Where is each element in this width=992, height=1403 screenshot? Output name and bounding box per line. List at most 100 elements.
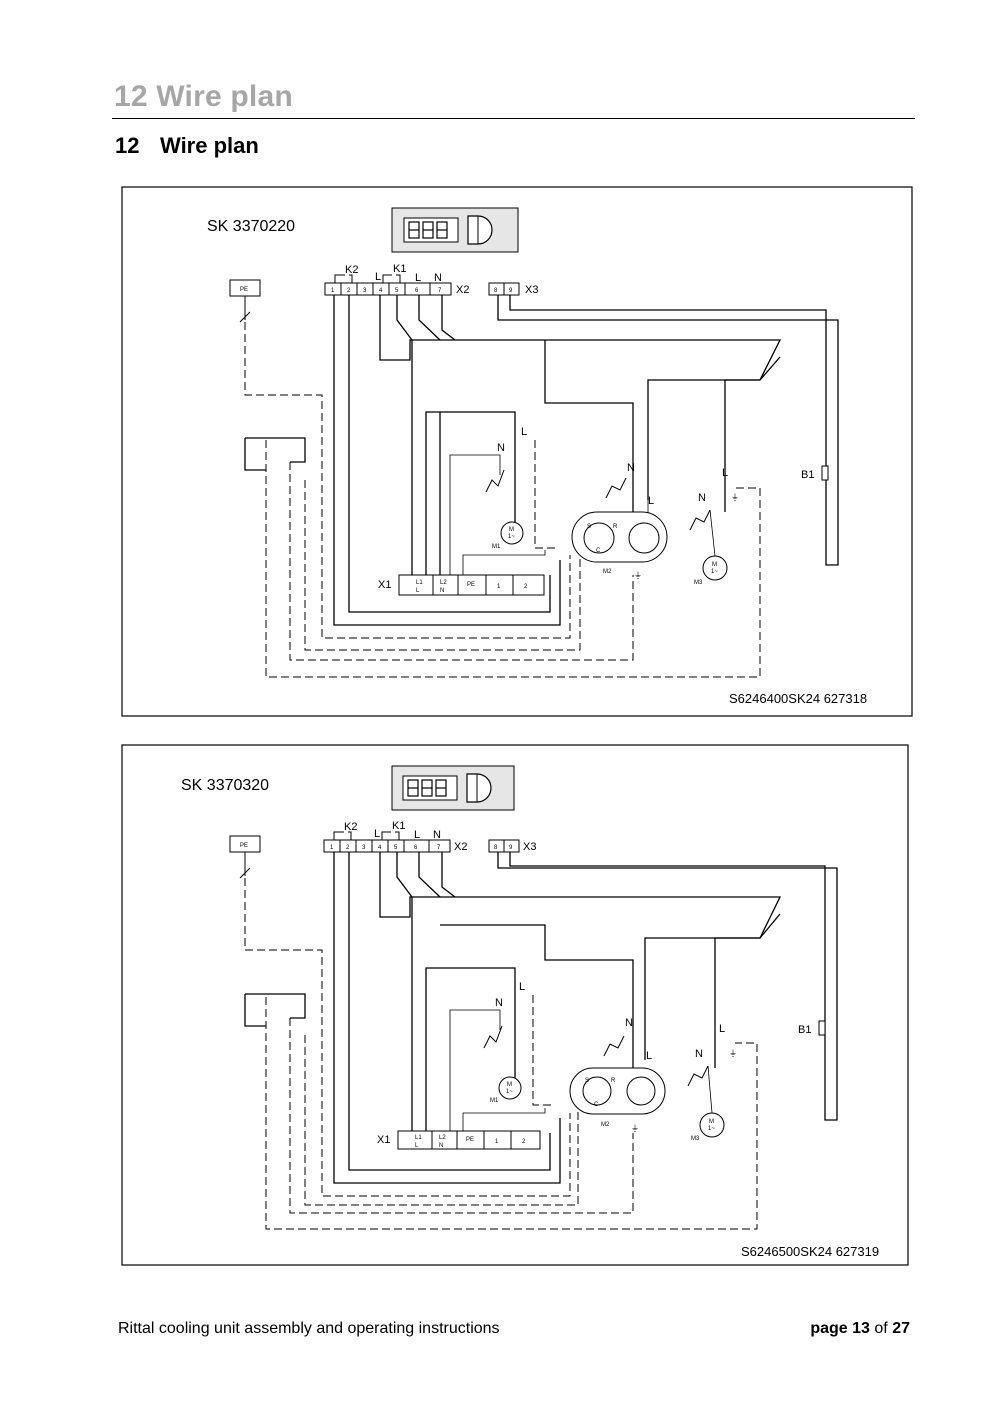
svg-text:2: 2 bbox=[524, 584, 528, 590]
drawing-number: S6246500SK24 627319 bbox=[741, 1244, 879, 1259]
svg-text:S: S bbox=[585, 1078, 589, 1084]
svg-text:1: 1 bbox=[331, 288, 335, 294]
svg-text:7: 7 bbox=[438, 288, 442, 294]
earth-symbol-m3: ⏚ bbox=[731, 493, 739, 502]
svg-text:L: L bbox=[416, 588, 420, 594]
motor-m1-label: M1 bbox=[492, 544, 501, 550]
m3-l-label: L bbox=[722, 467, 728, 479]
display-controller bbox=[391, 207, 519, 253]
motor-m3-label: M3 bbox=[694, 580, 703, 586]
k1-label: K1 bbox=[392, 820, 405, 832]
m2-l-label: L bbox=[646, 1050, 652, 1062]
x2-label: X2 bbox=[456, 284, 469, 296]
motor-m1-label: M1 bbox=[490, 1098, 499, 1104]
svg-text:9: 9 bbox=[509, 845, 513, 851]
svg-text:6: 6 bbox=[415, 288, 419, 294]
svg-text:M: M bbox=[507, 1082, 512, 1088]
svg-text:R: R bbox=[611, 1078, 616, 1084]
x3-label: X3 bbox=[525, 284, 538, 296]
x2-n-label: N bbox=[434, 272, 442, 284]
m1-n-label: N bbox=[497, 442, 505, 454]
svg-text:1: 1 bbox=[497, 584, 501, 590]
x1-terminal-block bbox=[397, 1130, 541, 1150]
compressor-m2: S R C M2 bbox=[569, 1067, 666, 1128]
svg-text:L: L bbox=[415, 1143, 419, 1149]
footer-document-title: Rittal cooling unit assembly and operati… bbox=[118, 1320, 500, 1337]
drawing-number: S6246400SK24 627318 bbox=[729, 691, 867, 706]
svg-text:M: M bbox=[709, 1119, 714, 1125]
svg-text:1: 1 bbox=[495, 1139, 499, 1145]
svg-text:3: 3 bbox=[362, 845, 366, 851]
svg-text:6: 6 bbox=[414, 845, 418, 851]
svg-text:7: 7 bbox=[437, 845, 441, 851]
svg-text:C: C bbox=[594, 1102, 599, 1108]
sensor-b1-symbol bbox=[818, 1020, 826, 1036]
footer-page-current: 13 bbox=[852, 1320, 870, 1337]
x1-label: X1 bbox=[377, 1134, 390, 1146]
m1-n-label: N bbox=[495, 997, 503, 1009]
motor-m1-symbol bbox=[498, 1076, 522, 1100]
motor-m3-label: M3 bbox=[691, 1136, 700, 1142]
header-rule bbox=[112, 118, 915, 119]
svg-text:8: 8 bbox=[494, 288, 498, 294]
model-label: SK 3370320 bbox=[181, 777, 269, 794]
svg-text:2: 2 bbox=[522, 1139, 526, 1145]
svg-text:L2: L2 bbox=[440, 580, 447, 586]
svg-text:PE: PE bbox=[467, 582, 475, 588]
display-controller bbox=[391, 765, 515, 811]
svg-text:1~: 1~ bbox=[708, 1126, 715, 1132]
svg-text:2: 2 bbox=[347, 288, 351, 294]
x2-l6-label: L bbox=[414, 829, 420, 841]
svg-text:9: 9 bbox=[509, 288, 513, 294]
earth-symbol-m2: ⏚ bbox=[634, 571, 642, 580]
svg-text:L1: L1 bbox=[415, 1135, 422, 1141]
x1-label: X1 bbox=[378, 579, 391, 591]
m1-l-label: L bbox=[519, 981, 525, 993]
svg-text:5: 5 bbox=[395, 288, 399, 294]
motor-m1-symbol bbox=[500, 521, 524, 545]
footer-page-word: page bbox=[810, 1320, 848, 1337]
m3-n-label: N bbox=[698, 492, 706, 504]
x2-label: X2 bbox=[454, 841, 467, 853]
compressor-m2-label: M2 bbox=[603, 569, 612, 575]
footer-page-number: page 13 of 27 bbox=[760, 1320, 910, 1338]
x2-l6-label: L bbox=[415, 272, 421, 284]
x2-n-label: N bbox=[433, 829, 441, 841]
pe-terminal-label: PE bbox=[240, 843, 248, 849]
section-title: Wire plan bbox=[160, 133, 259, 158]
section-heading: 12 Wire plan bbox=[115, 133, 259, 159]
running-header: 12 Wire plan bbox=[114, 80, 293, 113]
m2-l-label: L bbox=[648, 495, 654, 507]
x1-terminal-block bbox=[398, 574, 545, 596]
svg-text:4: 4 bbox=[378, 845, 382, 851]
svg-text:2: 2 bbox=[346, 845, 350, 851]
diagram-frame bbox=[121, 186, 913, 717]
sensor-b1-label: B1 bbox=[798, 1024, 811, 1036]
model-label: SK 3370220 bbox=[207, 218, 295, 235]
earth-symbol-m3: ⏚ bbox=[729, 1049, 737, 1058]
section-number: 12 bbox=[115, 133, 140, 158]
m3-l-label: L bbox=[719, 1023, 725, 1035]
earth-symbol-m2: ⏚ bbox=[631, 1124, 639, 1133]
m2-n-label: N bbox=[625, 1017, 633, 1029]
pe-terminal-label: PE bbox=[240, 287, 248, 293]
svg-text:1~: 1~ bbox=[506, 1089, 513, 1095]
diagram-frame bbox=[121, 744, 909, 1266]
svg-text:N: N bbox=[440, 588, 444, 594]
sensor-b1-label: B1 bbox=[801, 469, 814, 481]
m2-n-label: N bbox=[627, 462, 635, 474]
svg-text:1: 1 bbox=[330, 845, 334, 851]
svg-text:C: C bbox=[596, 548, 601, 554]
svg-text:8: 8 bbox=[494, 845, 498, 851]
svg-text:4: 4 bbox=[379, 288, 383, 294]
footer-page-total: 27 bbox=[892, 1320, 910, 1337]
x2-l-label: L bbox=[375, 271, 381, 283]
motor-m3-symbol bbox=[699, 1112, 725, 1138]
svg-text:L2: L2 bbox=[439, 1135, 446, 1141]
compressor-m2-label: M2 bbox=[601, 1122, 610, 1128]
x2-l-label: L bbox=[374, 828, 380, 840]
